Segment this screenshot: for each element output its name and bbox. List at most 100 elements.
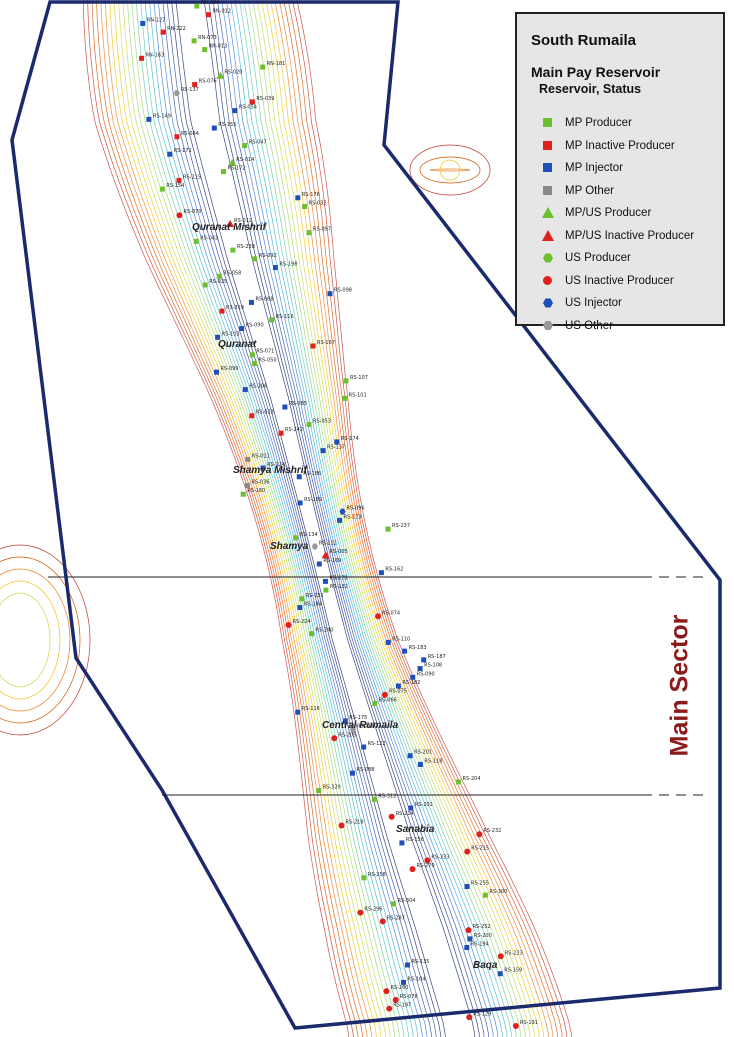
well-marker xyxy=(337,517,343,523)
well-label: RN-164 xyxy=(201,0,220,6)
legend-item-label: MP/US Inactive Producer xyxy=(565,229,695,242)
well-label: RS-155 xyxy=(218,122,236,128)
well-marker xyxy=(342,718,348,724)
well-marker xyxy=(372,700,378,706)
well-marker xyxy=(361,744,367,750)
contour-line xyxy=(162,0,489,1037)
well-marker xyxy=(299,596,305,602)
well-label: RS-092 xyxy=(259,253,277,259)
well-marker xyxy=(192,81,198,87)
legend-item: MP/US Producer xyxy=(541,204,651,222)
contour-line xyxy=(0,544,91,736)
well-label: RS-058 xyxy=(223,270,241,276)
well-label: RS-215 xyxy=(471,846,489,852)
well-marker xyxy=(482,892,488,898)
well-marker xyxy=(260,465,266,471)
legend-item: US Producer xyxy=(541,249,631,267)
place-quranat: Quranat xyxy=(218,339,257,350)
legend-subtitle: Main Pay Reservoir xyxy=(531,64,661,80)
well-label: RS-115 xyxy=(183,174,201,180)
well-marker xyxy=(285,621,292,628)
contour-line xyxy=(153,0,499,1037)
contour-line xyxy=(127,0,526,1037)
well-marker xyxy=(465,927,472,934)
place-quranat-mishrif: Quranat Mishrif xyxy=(192,222,268,233)
well-marker xyxy=(375,613,382,620)
well-marker xyxy=(176,212,183,219)
well-marker xyxy=(322,578,328,584)
contour-line xyxy=(175,0,476,1037)
place-baqa: Baqa xyxy=(473,960,498,971)
well-label: RS-099 xyxy=(220,366,238,372)
well-label: RS-242 xyxy=(285,427,303,433)
well-marker xyxy=(343,378,349,384)
contour-line xyxy=(91,0,563,1037)
well-label: RS-104 xyxy=(408,976,426,982)
contour-line xyxy=(118,0,535,1037)
well-label: RS-108 xyxy=(424,663,442,669)
well-label: RS-076 xyxy=(199,78,217,84)
well-marker xyxy=(467,936,473,942)
legend-item: MP Inactive Producer xyxy=(541,137,675,155)
well-label: RS-204 xyxy=(463,776,481,782)
well-marker xyxy=(349,770,355,776)
well-label: RS-008 xyxy=(357,724,375,730)
well-label: RS-106 xyxy=(249,384,267,390)
contour-line xyxy=(100,0,554,1037)
well-label: RS-214 xyxy=(396,811,414,817)
well-marker xyxy=(160,29,166,35)
well-label: RS-090 xyxy=(246,323,264,329)
well-label: RS-085 xyxy=(289,401,307,407)
well-label: RS-237 xyxy=(392,523,410,529)
well-marker xyxy=(310,343,316,349)
well-marker xyxy=(357,909,364,916)
well-marker xyxy=(272,265,278,271)
place-shamya-mishrif: Shamya Mishrif xyxy=(233,465,309,476)
well-marker xyxy=(191,38,197,44)
contour-line xyxy=(122,0,531,1037)
well-label: RS-255 xyxy=(471,881,489,887)
contour-line xyxy=(419,156,481,184)
well-marker xyxy=(249,99,255,105)
well-marker xyxy=(232,108,238,114)
contour-line xyxy=(96,0,558,1037)
well-label: RS-312 xyxy=(378,793,396,799)
well-label: RS-014 xyxy=(236,157,254,163)
well-label: RS-232 xyxy=(483,828,501,834)
square-symbol-icon xyxy=(543,163,552,172)
well-marker xyxy=(226,219,235,227)
well-label: RS-304 xyxy=(397,898,415,904)
well-marker xyxy=(334,439,340,445)
well-label: RS-116 xyxy=(276,314,294,320)
well-marker xyxy=(296,474,302,480)
hexagon-symbol-icon xyxy=(543,253,553,263)
well-label: RS-260 xyxy=(390,985,408,991)
legend-item: US Inactive Producer xyxy=(541,272,674,290)
well-label: RS-047 xyxy=(249,139,267,145)
well-label: RS-078 xyxy=(400,994,418,1000)
well-label: RN-013 xyxy=(209,44,228,50)
contour-line xyxy=(167,0,485,1037)
well-marker xyxy=(215,334,221,340)
well-marker xyxy=(466,1014,473,1021)
well-label: RS-020 xyxy=(224,70,242,76)
contour-lines xyxy=(0,0,572,1037)
well-marker xyxy=(216,273,222,279)
well-label: RS-287 xyxy=(387,915,405,921)
well-label: RS-172 xyxy=(227,166,245,172)
well-label: RS-137 xyxy=(327,445,345,451)
well-marker xyxy=(242,387,248,393)
well-label: RS-218 xyxy=(346,819,364,825)
well-label: RS-202 xyxy=(415,802,433,808)
well-marker xyxy=(497,953,504,960)
hexagon-symbol-icon xyxy=(543,298,553,308)
well-label: RS-173 xyxy=(344,514,362,520)
well-marker xyxy=(213,369,219,375)
well-marker xyxy=(249,352,255,358)
well-label: RS-134 xyxy=(300,532,318,538)
contour-line xyxy=(87,0,568,1037)
well-label: RS-182 xyxy=(402,680,420,686)
well-label: RS-176 xyxy=(302,192,320,198)
well-marker xyxy=(240,491,246,497)
